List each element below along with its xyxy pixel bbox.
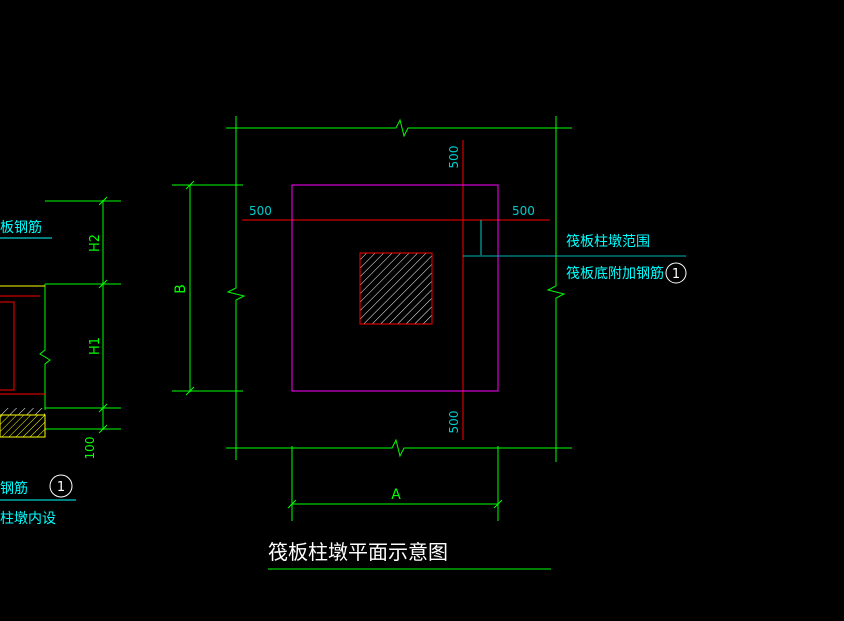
left-rebar-bottom-label: 钢筋 <box>0 480 28 497</box>
dim-label-B: B <box>173 284 189 294</box>
dim-label-100: 100 <box>83 437 97 460</box>
dim-label-A: A <box>391 487 401 503</box>
left-marker-circle <box>49 474 73 498</box>
drawing-title: 筏板柱墩平面示意图 <box>268 540 448 564</box>
left-break-line <box>226 116 246 460</box>
dim-label-H2: H2 <box>88 234 103 252</box>
top-break-line <box>226 118 572 138</box>
dim-label-H1: H1 <box>88 337 103 355</box>
left-hatch-yellow <box>0 414 46 438</box>
column-section <box>359 252 433 325</box>
marker-number: 1 <box>672 267 680 282</box>
left-hatch-strip <box>0 408 45 415</box>
tick <box>98 196 108 206</box>
left-red-outline <box>0 301 15 391</box>
left-marker-number: 1 <box>57 480 65 495</box>
left-rebar-top-label: 板钢筋 <box>0 219 42 236</box>
left-section-detail: 板钢筋 钢筋 柱墩内设 1 H2 H1 100 <box>0 196 121 527</box>
dim-500-right: 500 <box>512 204 535 218</box>
bottom-break-line <box>226 438 572 458</box>
pier-range-label: 筏板柱墩范围 <box>566 233 650 250</box>
tick <box>98 279 108 289</box>
left-break-edge <box>39 284 51 410</box>
tick <box>185 180 195 190</box>
right-break-line <box>546 116 566 462</box>
left-inner-label: 柱墩内设 <box>0 511 56 527</box>
tick <box>287 499 297 509</box>
pier-plan-drawing: B A 500 500 500 500 筏板柱墩范围 筏板底附加钢筋 1 <box>172 116 687 521</box>
tick <box>185 386 195 396</box>
bottom-rebar-label: 筏板底附加钢筋 <box>566 265 664 282</box>
dim-500-top: 500 <box>447 146 461 169</box>
dim-500-bottom: 500 <box>447 411 461 434</box>
tick <box>98 403 108 413</box>
tick <box>493 499 503 509</box>
pier-range-outline <box>291 184 499 392</box>
tick <box>98 424 108 434</box>
marker-circle <box>665 262 687 284</box>
dim-500-left: 500 <box>249 204 272 218</box>
